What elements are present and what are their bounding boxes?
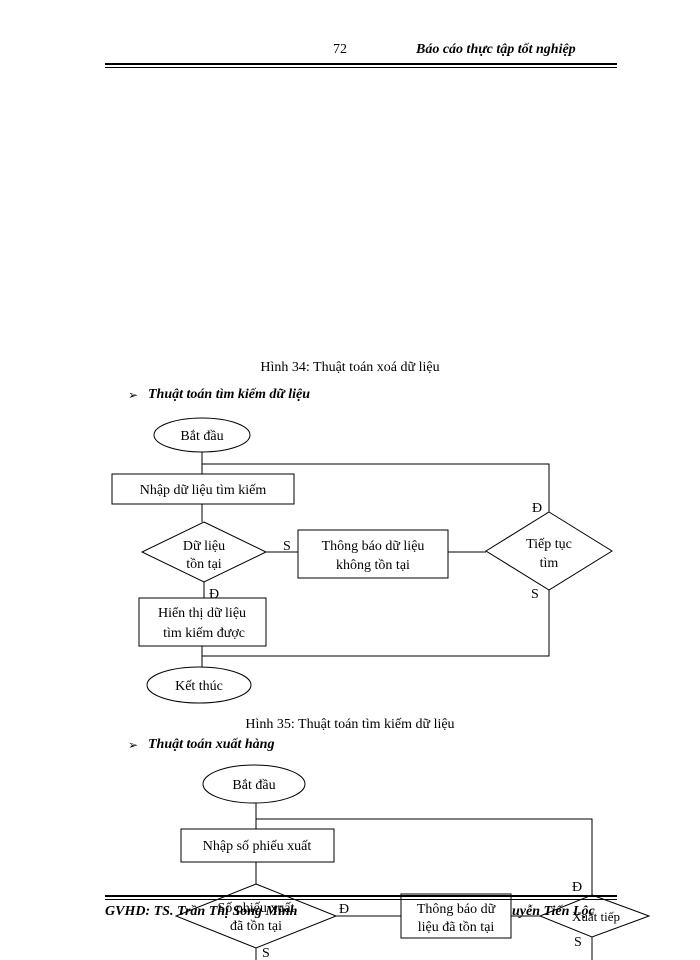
notify-box	[297, 529, 449, 579]
decision-line2: tồn tại	[186, 557, 221, 572]
notify-line1: Thông báo dữ liệu	[322, 539, 425, 554]
notify-line1: Thông báo dữ	[417, 902, 496, 917]
no-label-2: S	[531, 587, 539, 602]
arrow-bullet-icon: ➢	[128, 388, 139, 402]
input-box	[180, 828, 335, 863]
end-label: Kết thúc	[175, 679, 223, 694]
display-line2: tìm kiếm được	[163, 626, 245, 641]
decision-line2: đã tồn tại	[230, 919, 282, 934]
display-line1: Hiển thị dữ liệu	[158, 606, 246, 621]
continue-line1: Tiếp tục	[526, 537, 572, 552]
notify-line2: không tồn tại	[336, 558, 410, 573]
no-label-1: S	[283, 539, 291, 554]
decision-line1: Dữ liệu	[183, 539, 225, 554]
end-node	[146, 666, 252, 704]
section-heading-export: Thuật toán xuất hàng	[148, 737, 275, 752]
start-node	[202, 764, 306, 804]
footer-supervisor: GVHD: TS. Trần Thị Song Minh	[105, 904, 298, 919]
footer-rule-thin	[105, 899, 617, 900]
input-label: Nhập số phiếu xuất	[203, 839, 312, 854]
continue-no-line	[202, 590, 550, 657]
header-rule-thin	[105, 67, 617, 68]
footer-author: uyễn Tiến Lộc	[512, 904, 595, 919]
figure-caption-34: Hình 34: Thuật toán xoá dữ liệu	[260, 360, 440, 375]
continue-line2: tìm	[540, 556, 559, 571]
input-label: Nhập dữ liệu tìm kiếm	[140, 483, 267, 498]
no-label-1: S	[262, 946, 270, 960]
figure-caption-35: Hình 35: Thuật toán tìm kiếm dữ liệu	[245, 717, 455, 732]
arrow-bullet-icon: ➢	[128, 738, 139, 752]
yes-label-1: Đ	[209, 587, 219, 602]
input-box	[111, 473, 295, 505]
start-label: Bắt đầu	[232, 778, 275, 793]
loop-back-line	[202, 463, 550, 512]
continue-label: Xuất tiếp	[572, 909, 620, 924]
notify-line2: liệu đã tồn tại	[418, 920, 495, 935]
no-label-2: S	[574, 935, 582, 950]
header-title: Báo cáo thực tập tốt nghiệp	[416, 42, 576, 57]
start-label: Bắt đầu	[180, 429, 223, 444]
section-heading-search: Thuật toán tìm kiếm dữ liệu	[148, 387, 311, 402]
yes-label-2: Đ	[572, 880, 582, 895]
footer-rule	[105, 895, 617, 897]
yes-label-1: Đ	[339, 902, 349, 917]
yes-label-2: Đ	[532, 501, 542, 516]
loop-back-line	[256, 818, 593, 895]
decision-line1: Số phiếu xuất	[218, 901, 295, 916]
page-number: 72	[333, 42, 347, 57]
header-rule	[105, 63, 617, 65]
